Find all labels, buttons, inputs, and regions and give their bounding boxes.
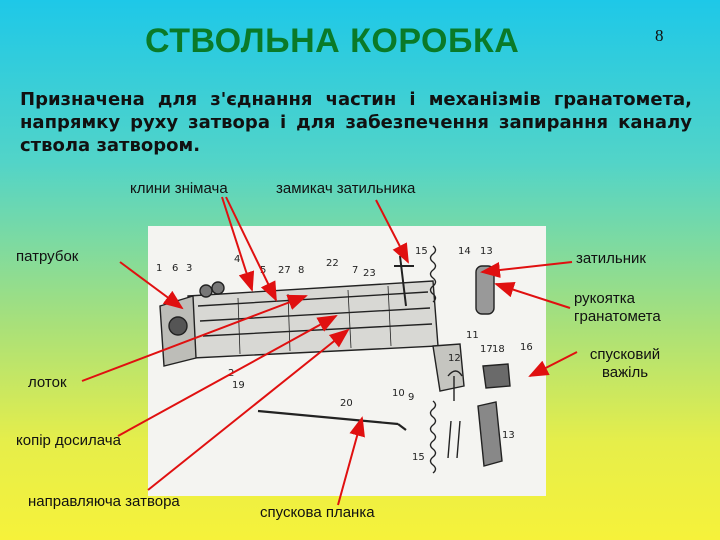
receiver-drawing-svg: 1 6 3 4 5 27 8 22 7 23 15 14 13 2 19 20 …	[148, 226, 546, 496]
num-9: 9	[408, 392, 414, 403]
num-7: 7	[352, 265, 358, 276]
num-10: 10	[392, 388, 405, 399]
description-text: Призначена для з'єднання частин і механі…	[20, 88, 692, 157]
label-handle: рукоятка гранатомета	[574, 290, 694, 326]
num-19: 19	[232, 380, 245, 391]
label-wedges: клини знімача	[130, 180, 228, 197]
num-1: 1	[156, 263, 162, 274]
num-16: 16	[520, 342, 533, 353]
num-6: 6	[172, 263, 178, 274]
handle-grip	[478, 402, 502, 466]
num-13: 13	[480, 246, 493, 257]
num-22: 22	[326, 258, 339, 269]
num-15b: 15	[412, 452, 425, 463]
num-14: 14	[458, 246, 471, 257]
num-2: 2	[228, 368, 234, 379]
label-guide: направляюча затвора	[28, 493, 180, 510]
label-lock: замикач затильника	[276, 180, 415, 197]
nozzle-bolt	[169, 317, 187, 335]
pins	[448, 421, 460, 458]
num-17: 17	[480, 344, 493, 355]
num-8: 8	[298, 265, 304, 276]
num-23: 23	[363, 268, 376, 279]
page-number: 8	[655, 26, 664, 46]
trigger-bar-rod	[258, 411, 406, 430]
trigger-block	[483, 364, 510, 388]
num-15: 15	[415, 246, 428, 257]
num-4: 4	[234, 254, 240, 265]
wedge-screw-a	[200, 285, 212, 297]
butt-cylinder	[476, 266, 494, 314]
receiver-drawing: 1 6 3 4 5 27 8 22 7 23 15 14 13 2 19 20 …	[148, 226, 546, 496]
num-20: 20	[340, 398, 353, 409]
wedge-screw-b	[212, 282, 224, 294]
num-3: 3	[186, 263, 192, 274]
num-13b: 13	[502, 430, 515, 441]
rear-block	[433, 344, 464, 391]
num-11: 11	[466, 330, 479, 341]
label-trigger-bar: спускова планка	[260, 504, 375, 521]
num-12: 12	[448, 353, 461, 364]
num-27: 27	[278, 265, 291, 276]
label-copier: копір досилача	[16, 432, 121, 449]
num-18: 18	[492, 344, 505, 355]
spring-bottom	[431, 401, 436, 473]
label-tray: лоток	[28, 374, 67, 391]
label-trigger: спусковий важіль	[580, 346, 670, 382]
num-5: 5	[260, 265, 266, 276]
label-butt: затильник	[576, 250, 646, 267]
label-nozzle: патрубок	[16, 248, 78, 265]
page-title: СТВОЛЬНА КОРОБКА	[145, 22, 519, 61]
